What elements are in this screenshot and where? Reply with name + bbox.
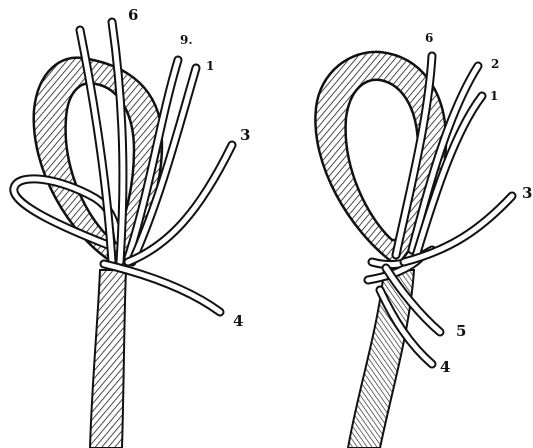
label-strand-1: 1 xyxy=(490,89,498,103)
label-strand-6: 6 xyxy=(128,6,138,24)
figure-right: 6 2 1 3 5 4 xyxy=(315,31,532,448)
label-strand-3: 3 xyxy=(240,126,250,144)
label-strand-4: 4 xyxy=(440,358,450,376)
rope-standing-part xyxy=(90,270,126,448)
label-strand-2: 9. xyxy=(180,33,193,47)
label-strand-5: 5 xyxy=(456,322,466,340)
label-strand-2: 2 xyxy=(491,57,499,71)
label-strand-4: 4 xyxy=(233,312,243,330)
label-strand-1: 1 xyxy=(206,59,214,73)
label-strand-6: 6 xyxy=(425,31,433,45)
figure-left: 6 9. 1 3 4 xyxy=(14,6,251,448)
label-strand-3: 3 xyxy=(522,184,532,202)
